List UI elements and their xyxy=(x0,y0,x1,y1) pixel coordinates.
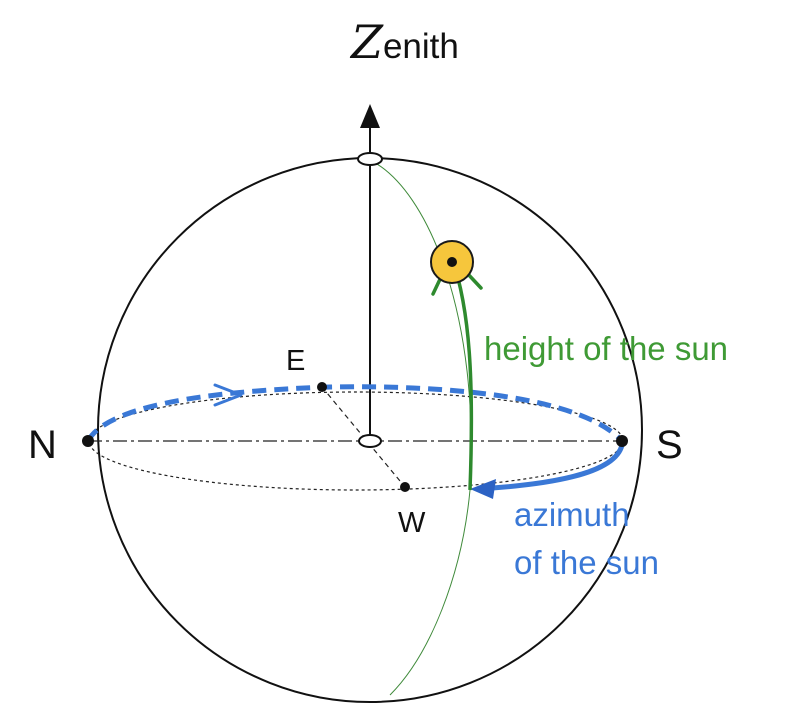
west-label: W xyxy=(398,507,426,539)
north-point xyxy=(82,435,94,447)
observer-marker xyxy=(358,434,382,448)
sun-meridian xyxy=(369,159,472,696)
azimuth-arrowhead xyxy=(470,479,496,499)
height-label: height of the sun xyxy=(484,330,728,367)
azimuth-arc xyxy=(477,444,625,492)
sun-path-direction-arrow xyxy=(213,383,243,407)
zenith-marker xyxy=(357,152,383,166)
east-label: E xyxy=(286,345,305,377)
south-point xyxy=(616,435,628,447)
north-label: N xyxy=(28,423,57,467)
zenith-label: Zenith xyxy=(349,15,459,69)
sun-path-dashed xyxy=(85,384,624,443)
west-point xyxy=(400,482,410,492)
height-arc xyxy=(450,257,474,491)
south-label: S xyxy=(656,423,683,467)
azimuth-label-line2: of the sun xyxy=(514,544,659,581)
sun-center-dot xyxy=(447,257,457,267)
zenith-initial: Z xyxy=(349,15,384,69)
azimuth-label-line1: azimuth xyxy=(514,496,630,533)
east-point xyxy=(317,382,327,392)
zenith-rest: enith xyxy=(383,27,459,66)
zenith-arrowhead xyxy=(360,104,380,128)
